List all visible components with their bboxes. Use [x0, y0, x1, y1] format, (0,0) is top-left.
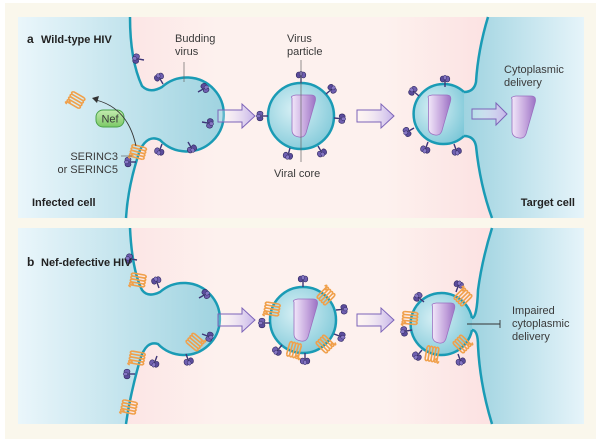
impaired-label-3: delivery — [512, 331, 550, 343]
virus-particle-b — [257, 274, 349, 366]
fusing-virus-a — [400, 74, 465, 158]
particle-label-2: particle — [287, 46, 322, 58]
panel-b: b Nef-defective HIV Impaired cytoplasmic… — [18, 227, 584, 425]
transition-arrow-2b — [356, 306, 395, 334]
serinc-label-2: or SERINC5 — [57, 164, 118, 176]
target-cell-b — [472, 228, 584, 424]
impaired-label-2: cytoplasmic — [512, 318, 570, 330]
panel-b-letter: b — [27, 255, 34, 269]
target-cell-membrane-b — [471, 227, 494, 425]
budding-label-1: Budding — [175, 33, 215, 45]
cytoplasmic-label-1: Cytoplasmic — [504, 64, 564, 76]
transition-arrow-2a — [356, 102, 395, 130]
panel-a-letter: a — [27, 32, 34, 46]
serinc-label-1: SERINC3 — [70, 151, 118, 163]
viral-core-label: Viral core — [274, 168, 320, 180]
infected-cell-label: Infected cell — [32, 197, 96, 209]
nef-arrowhead — [92, 96, 99, 103]
target-cell-label: Target cell — [521, 197, 575, 209]
target-cell-membrane-a — [463, 16, 494, 219]
infected-cell-b — [18, 228, 220, 424]
particle-label-1: Virus — [287, 33, 312, 45]
transition-arrow-1a — [217, 102, 256, 130]
transition-arrow-1b — [217, 306, 256, 334]
panel-a-title: Wild-type HIV — [41, 34, 112, 46]
budding-label-2: virus — [175, 46, 199, 58]
cytoplasmic-label-2: delivery — [504, 77, 542, 89]
nef-arrow — [95, 99, 137, 147]
panel-a: Nef a — [18, 16, 584, 219]
transition-arrow-3a — [471, 101, 508, 127]
impaired-label-1: Impaired — [512, 305, 555, 317]
docked-virus-b — [398, 278, 475, 368]
nef-label: Nef — [101, 114, 119, 126]
panel-b-title: Nef-defective HIV — [41, 257, 132, 269]
